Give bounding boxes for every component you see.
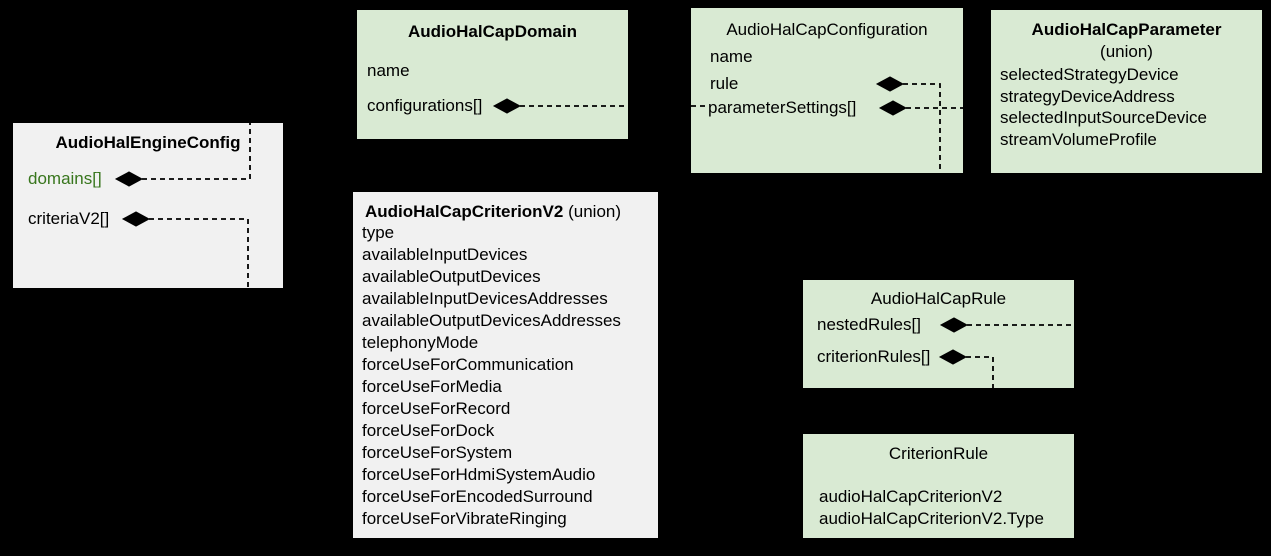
field-force-use-for-communication: forceUseForCommunication [362,355,574,374]
class-box-audio-hal-cap-rule: AudioHalCapRule nestedRules[] criterionR… [803,280,1074,388]
class-title-row: AudioHalCapCriterionV2 (union) [365,201,621,223]
field-domains: domains[] [28,169,102,188]
field-criterion-rules: criterionRules[] [817,347,931,366]
field-selected-input-source-device: selectedInputSourceDevice [1000,108,1207,127]
class-box-criterion-rule: CriterionRule audioHalCapCriterionV2 aud… [803,434,1074,538]
field-nested-rules: nestedRules[] [817,315,921,334]
class-box-audio-hal-cap-criterion-v2: AudioHalCapCriterionV2 (union) type avai… [353,192,658,538]
class-box-audio-hal-cap-domain: AudioHalCapDomain name configurations[] [357,10,628,139]
class-title: AudioHalCapCriterionV2 [365,202,564,221]
class-subtitle-union: (union) [1100,42,1153,61]
field-audio-hal-cap-criterion-v2: audioHalCapCriterionV2 [819,487,1003,506]
field-name: name [367,61,410,80]
field-force-use-for-system: forceUseForSystem [362,443,513,462]
class-box-audio-hal-engine-config: AudioHalEngineConfig domains[] criteriaV… [13,123,283,288]
field-strategy-device-address: strategyDeviceAddress [1000,87,1175,106]
field-selected-strategy-device: selectedStrategyDevice [1000,65,1179,84]
field-available-output-devices-addresses: availableOutputDevicesAddresses [362,311,621,330]
field-audio-hal-cap-criterion-v2-type: audioHalCapCriterionV2.Type [819,509,1044,528]
field-name: name [710,47,753,66]
field-force-use-for-media: forceUseForMedia [362,377,502,396]
class-title: AudioHalCapParameter [1031,20,1222,39]
field-available-input-devices-addresses: availableInputDevicesAddresses [362,289,608,308]
field-parameter-settings: parameterSettings[] [708,98,857,117]
class-box-audio-hal-cap-configuration: AudioHalCapConfiguration name rule param… [691,8,963,173]
class-subtitle-union: (union) [568,202,622,221]
class-title: AudioHalCapDomain [407,22,578,41]
field-available-input-devices: availableInputDevices [362,245,528,264]
field-force-use-for-hdmi-system-audio: forceUseForHdmiSystemAudio [362,465,596,484]
field-telephony-mode: telephonyMode [362,333,479,352]
field-force-use-for-dock: forceUseForDock [362,421,495,440]
class-box-audio-hal-cap-parameter: AudioHalCapParameter (union) selectedStr… [991,10,1262,173]
field-rule: rule [710,74,739,93]
field-force-use-for-record: forceUseForRecord [362,399,511,418]
class-title: CriterionRule [888,444,989,463]
class-title: AudioHalCapConfiguration [726,20,928,39]
field-criteria-v2: criteriaV2[] [28,209,110,228]
field-configurations: configurations[] [367,96,483,115]
class-title: AudioHalCapRule [870,289,1007,308]
field-available-output-devices: availableOutputDevices [362,267,541,286]
field-force-use-for-encoded-surround: forceUseForEncodedSurround [362,487,593,506]
field-type: type [362,223,395,242]
field-force-use-for-vibrate-ringing: forceUseForVibrateRinging [362,509,567,528]
class-title: AudioHalEngineConfig [55,133,241,152]
field-stream-volume-profile: streamVolumeProfile [1000,130,1157,149]
